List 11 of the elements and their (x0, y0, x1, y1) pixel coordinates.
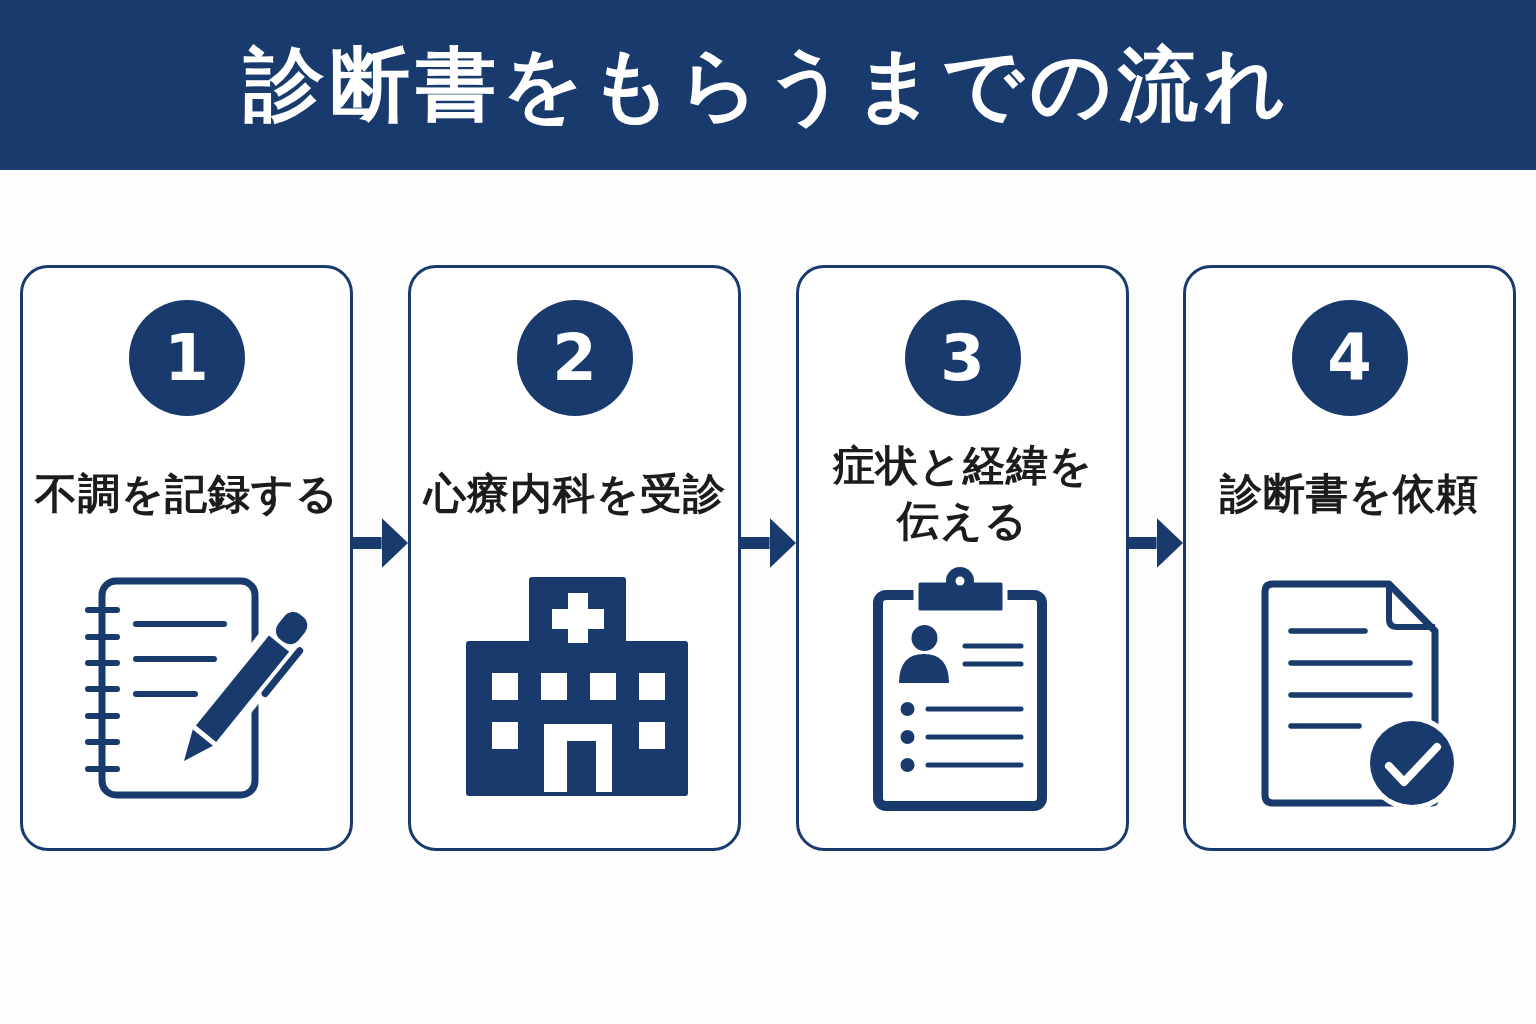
step-title: 不調を記録する (34, 467, 339, 520)
step-card (796, 265, 1129, 851)
step-card (20, 265, 353, 851)
arrow (741, 517, 796, 569)
step-card (1183, 265, 1516, 851)
step-card (408, 265, 741, 851)
arrow (353, 517, 408, 569)
step-title: 診断書を依頼 (1220, 467, 1479, 520)
arrow (1129, 517, 1183, 569)
step-title: 心療内科を受診 (423, 467, 726, 520)
step-title: 症状と経緯を伝える (831, 440, 1094, 547)
